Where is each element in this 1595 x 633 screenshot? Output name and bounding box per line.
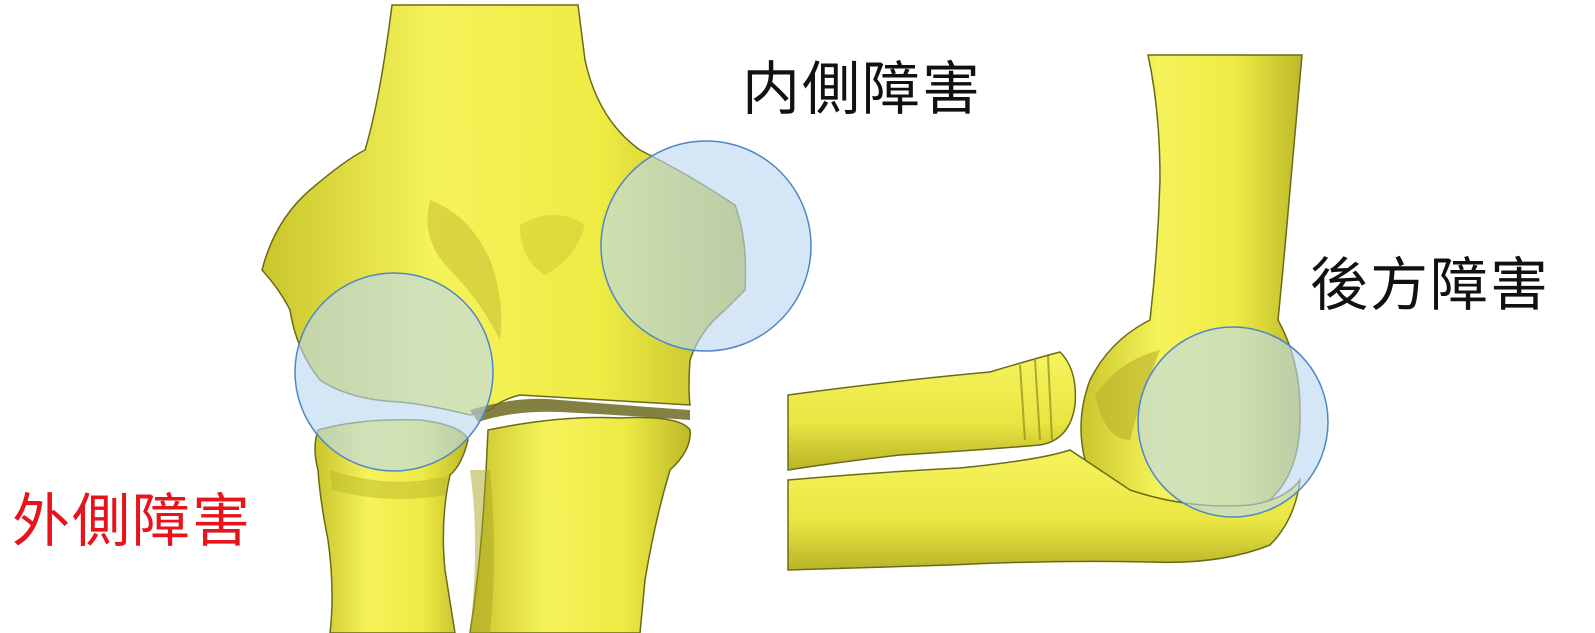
medial-injury-label: 内側障害 xyxy=(742,60,982,118)
lateral-elbow-view xyxy=(788,55,1328,570)
medial-highlight-circle xyxy=(601,141,811,351)
posterior-injury-label: 後方障害 xyxy=(1310,256,1550,314)
ulna-shadow xyxy=(470,470,494,633)
posterior-highlight-circle xyxy=(1138,327,1328,517)
ulna-bone xyxy=(470,418,690,633)
lateral-injury-label: 外側障害 xyxy=(12,492,252,550)
anterior-elbow-view xyxy=(262,5,811,633)
lateral-highlight-circle xyxy=(295,273,493,471)
